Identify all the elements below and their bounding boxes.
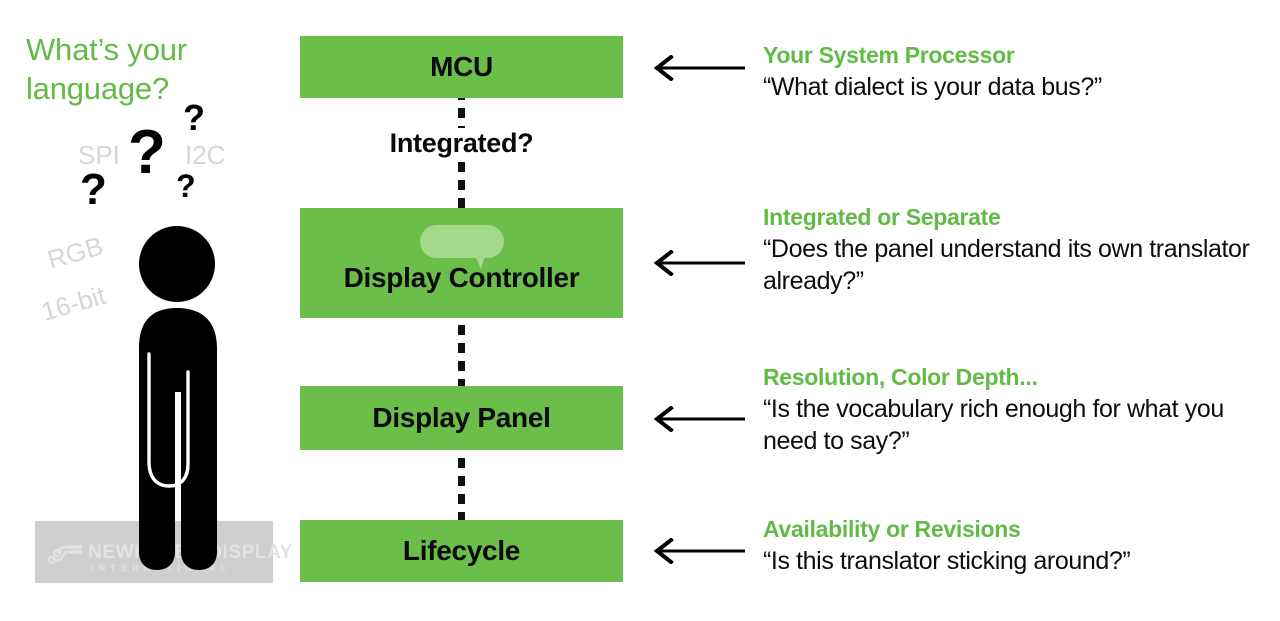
question-mark-icon-large: ? [128,118,166,187]
question-mark-icon-top: ? [183,97,205,138]
connector-line-2 [458,318,465,386]
question-mark-icon-left: ? [80,165,107,214]
flow-node-label: Lifecycle [402,535,521,566]
faint-label-16bit: 16-bit [38,280,109,327]
flow-node-display-controller[interactable]: Display Controller [300,208,623,318]
flow-node-lifecycle[interactable]: Lifecycle [300,520,623,582]
annotation-body: “What dialect is your data bus?” [763,73,1102,101]
annotation-block-4: Availability or Revisions “Is this trans… [763,515,1275,577]
flow-node-label: MCU [430,51,493,82]
arrow-left-icon-1 [645,54,745,86]
annotation-block-3: Resolution, Color Depth... “Is the vocab… [763,363,1275,457]
arrow-left-icon-4 [645,537,745,569]
annotation-body: “Is the vocabulary rich enough for what … [763,395,1224,455]
connector-label-text: Integrated? [383,128,540,159]
annotation-body: “Does the panel understand its own trans… [763,235,1250,295]
annotation-block-1: Your System Processor “What dialect is y… [763,41,1275,103]
flow-node-mcu[interactable]: MCU [300,36,623,98]
annotation-body: “Is this translator sticking around?” [763,547,1131,575]
faint-label-i2c: I2C [185,140,226,170]
annotation-title: Availability or Revisions [763,516,1021,542]
flow-node-label: Display Controller [343,262,580,293]
page-title: What’s your language? [26,32,187,106]
connector-line-3 [458,450,465,520]
confused-person-icon [131,222,235,579]
flow-node-display-panel[interactable]: Display Panel [300,386,623,450]
arrow-left-icon-2 [645,249,745,281]
faint-label-rgb: RGB [44,230,107,275]
question-mark-icon-right: ? [176,168,196,204]
flow-node-label: Display Panel [372,402,551,433]
annotation-title: Integrated or Separate [763,204,1001,230]
arrow-left-icon-3 [645,405,745,437]
annotation-title: Resolution, Color Depth... [763,364,1038,390]
annotation-block-2: Integrated or Separate “Does the panel u… [763,203,1275,297]
connector-label-integrated: Integrated? [300,128,623,159]
circuit-trace-icon [47,541,84,570]
speech-bubble-icon [419,224,505,275]
annotation-title: Your System Processor [763,42,1015,68]
faint-label-spi: SPI [78,140,120,170]
